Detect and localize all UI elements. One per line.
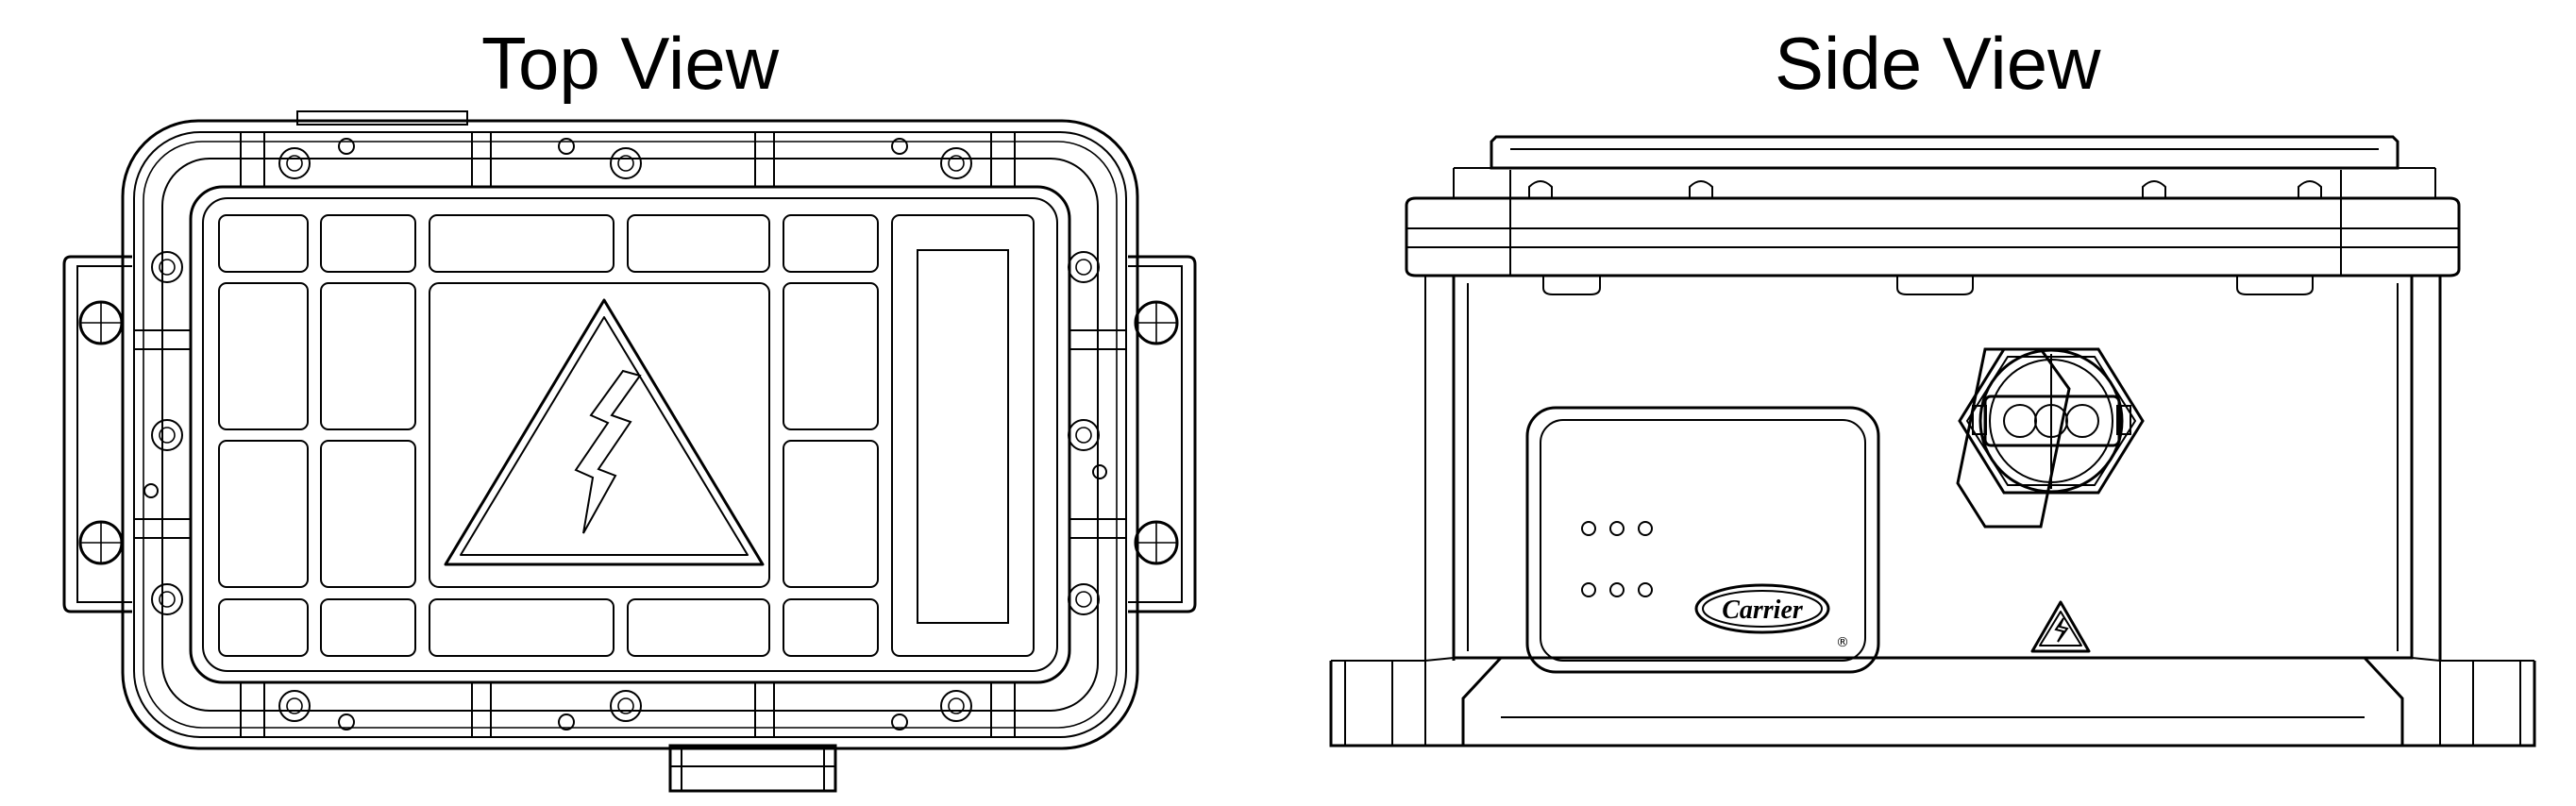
side-body [1329, 274, 2536, 747]
screw-head-icon [151, 583, 183, 615]
top-connector-stub [296, 110, 468, 126]
high-voltage-warning-icon [2030, 600, 2091, 653]
screw-head-icon [1068, 419, 1100, 451]
screw-head-icon [278, 690, 311, 722]
status-led-row-lower [1581, 582, 1653, 597]
lid-outer-outline [121, 119, 1139, 750]
mounting-hole-icon [1134, 520, 1179, 565]
screw-head-icon [1068, 583, 1100, 615]
top-view-title: Top View [481, 22, 780, 105]
high-voltage-warning-icon [444, 298, 765, 566]
lid-inner-panel [189, 185, 1071, 684]
mounting-holes [78, 300, 1179, 565]
label-window [917, 249, 1009, 624]
screw-head-icon [940, 147, 972, 179]
screw-head-icon [151, 251, 183, 283]
left-mount-tab [62, 255, 132, 613]
lid-screws [143, 138, 1107, 730]
mounting-hole-icon [1134, 300, 1179, 345]
bottom-connector-stub [668, 744, 837, 793]
side-view-drawing: Carrier ® [1329, 135, 2536, 747]
mounting-hole-icon [78, 520, 124, 565]
top-view-drawing [62, 110, 1197, 793]
brand-logo: Carrier ® [1694, 583, 1849, 650]
side-lid [1405, 135, 2461, 295]
screw-head-icon [1068, 251, 1100, 283]
mounting-hole-icon [78, 300, 124, 345]
connector-port-icon [1956, 347, 2145, 529]
label-panel [429, 282, 770, 588]
screw-head-icon [940, 690, 972, 722]
screw-head-icon [610, 147, 642, 179]
screw-head-icon [151, 419, 183, 451]
registered-mark: ® [1836, 635, 1849, 650]
indicator-panel: Carrier ® [1525, 406, 1880, 674]
brand-logo-text: Carrier [1722, 596, 1804, 625]
screw-head-icon [610, 690, 642, 722]
status-led-row-upper [1581, 521, 1653, 536]
side-view-title: Side View [1775, 22, 2101, 105]
right-mount-tab [1128, 255, 1197, 613]
screw-head-icon [278, 147, 311, 179]
lid-rib-grid [218, 214, 1035, 657]
